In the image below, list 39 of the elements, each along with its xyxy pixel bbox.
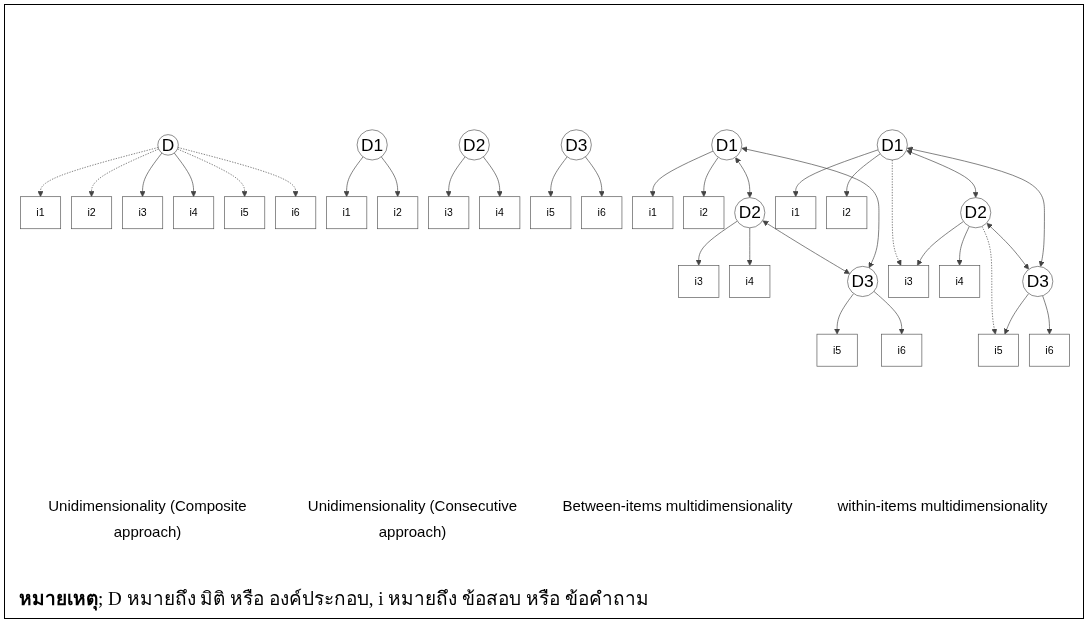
panel-caption: Unidimensionality (Composite approach)	[47, 496, 248, 542]
node-box: i6	[1029, 333, 1070, 367]
node-circle: D3	[847, 266, 879, 297]
node-box: i5	[977, 333, 1019, 367]
note-text: หมายเหตุ; D หมายถึง มิติ หรือ องค์ประกอบ, i หมายถึง ข้อสอบ หรือ ข้อคำถาม	[19, 588, 649, 609]
node-box: i1	[326, 196, 368, 230]
node-box: i2	[377, 196, 419, 230]
node-circle: D	[157, 134, 179, 156]
panel-caption: Between-items multidimensionality	[561, 496, 794, 516]
node-box: i6	[275, 196, 317, 230]
node-circle: D2	[734, 197, 766, 229]
node-box: i2	[71, 196, 113, 230]
node-box: i4	[173, 196, 215, 230]
node-circle: D3	[1022, 266, 1054, 297]
node-circle: D2	[960, 197, 992, 229]
node-box: i4	[939, 265, 981, 298]
node-circle: D3	[560, 129, 592, 161]
node-box: i2	[683, 196, 725, 230]
node-box: i4	[479, 196, 521, 230]
node-box: i2	[826, 196, 868, 230]
node-box: i6	[581, 196, 623, 230]
node-box: i1	[775, 196, 817, 230]
node-circle: D1	[876, 129, 908, 161]
node-box: i3	[428, 196, 470, 230]
node-circle: D2	[458, 129, 490, 161]
node-box: i6	[881, 333, 923, 367]
node-box: i4	[729, 265, 771, 298]
node-box: i1	[20, 196, 61, 230]
panel-caption: within-items multidimensionality	[836, 496, 1049, 516]
node-circle: D1	[711, 129, 743, 161]
node-box: i1	[632, 196, 674, 230]
node-box: i3	[122, 196, 164, 230]
node-box: i3	[888, 265, 930, 298]
node-box: i5	[816, 333, 858, 367]
node-box: i5	[530, 196, 572, 230]
node-circle: D1	[356, 129, 388, 161]
node-box: i3	[678, 265, 720, 298]
node-box: i5	[224, 196, 266, 230]
panel-caption: Unidimensionality (Consecutive approach)	[306, 496, 519, 542]
